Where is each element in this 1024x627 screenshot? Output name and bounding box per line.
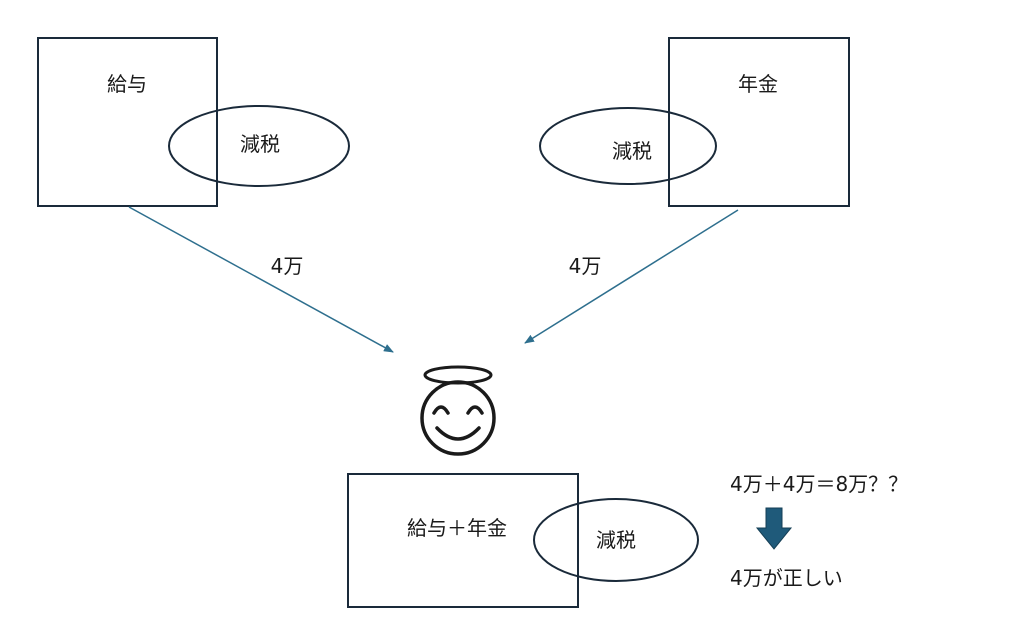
pension-box: [668, 37, 850, 207]
pension-box-label: 年金: [738, 72, 778, 96]
salary-tax-cut-oval: [168, 105, 350, 187]
salary-box: [37, 37, 218, 207]
salary-arrow: [128, 206, 394, 353]
sum-question-text: 4万＋4万＝8万？？: [730, 472, 908, 496]
combined-tax-cut-oval: [533, 498, 699, 582]
pension-arrow: [524, 209, 739, 344]
salary-tax-cut-label: 減税: [240, 132, 280, 156]
pension-tax-cut-label: 減税: [612, 139, 652, 163]
down-arrow-icon: [755, 507, 793, 550]
combined-tax-cut-label: 減税: [596, 528, 636, 552]
salary-box-label: 給与: [107, 72, 147, 96]
combined-box-label: 給与＋年金: [407, 516, 507, 540]
pension-arrow-label: 4万: [569, 254, 602, 278]
combined-box: [347, 473, 579, 608]
salary-arrow-label: 4万: [271, 254, 304, 278]
correct-answer-text: 4万が正しい: [730, 566, 843, 590]
smiling-face-with-halo-icon: [420, 365, 496, 456]
pension-tax-cut-oval: [539, 107, 717, 185]
